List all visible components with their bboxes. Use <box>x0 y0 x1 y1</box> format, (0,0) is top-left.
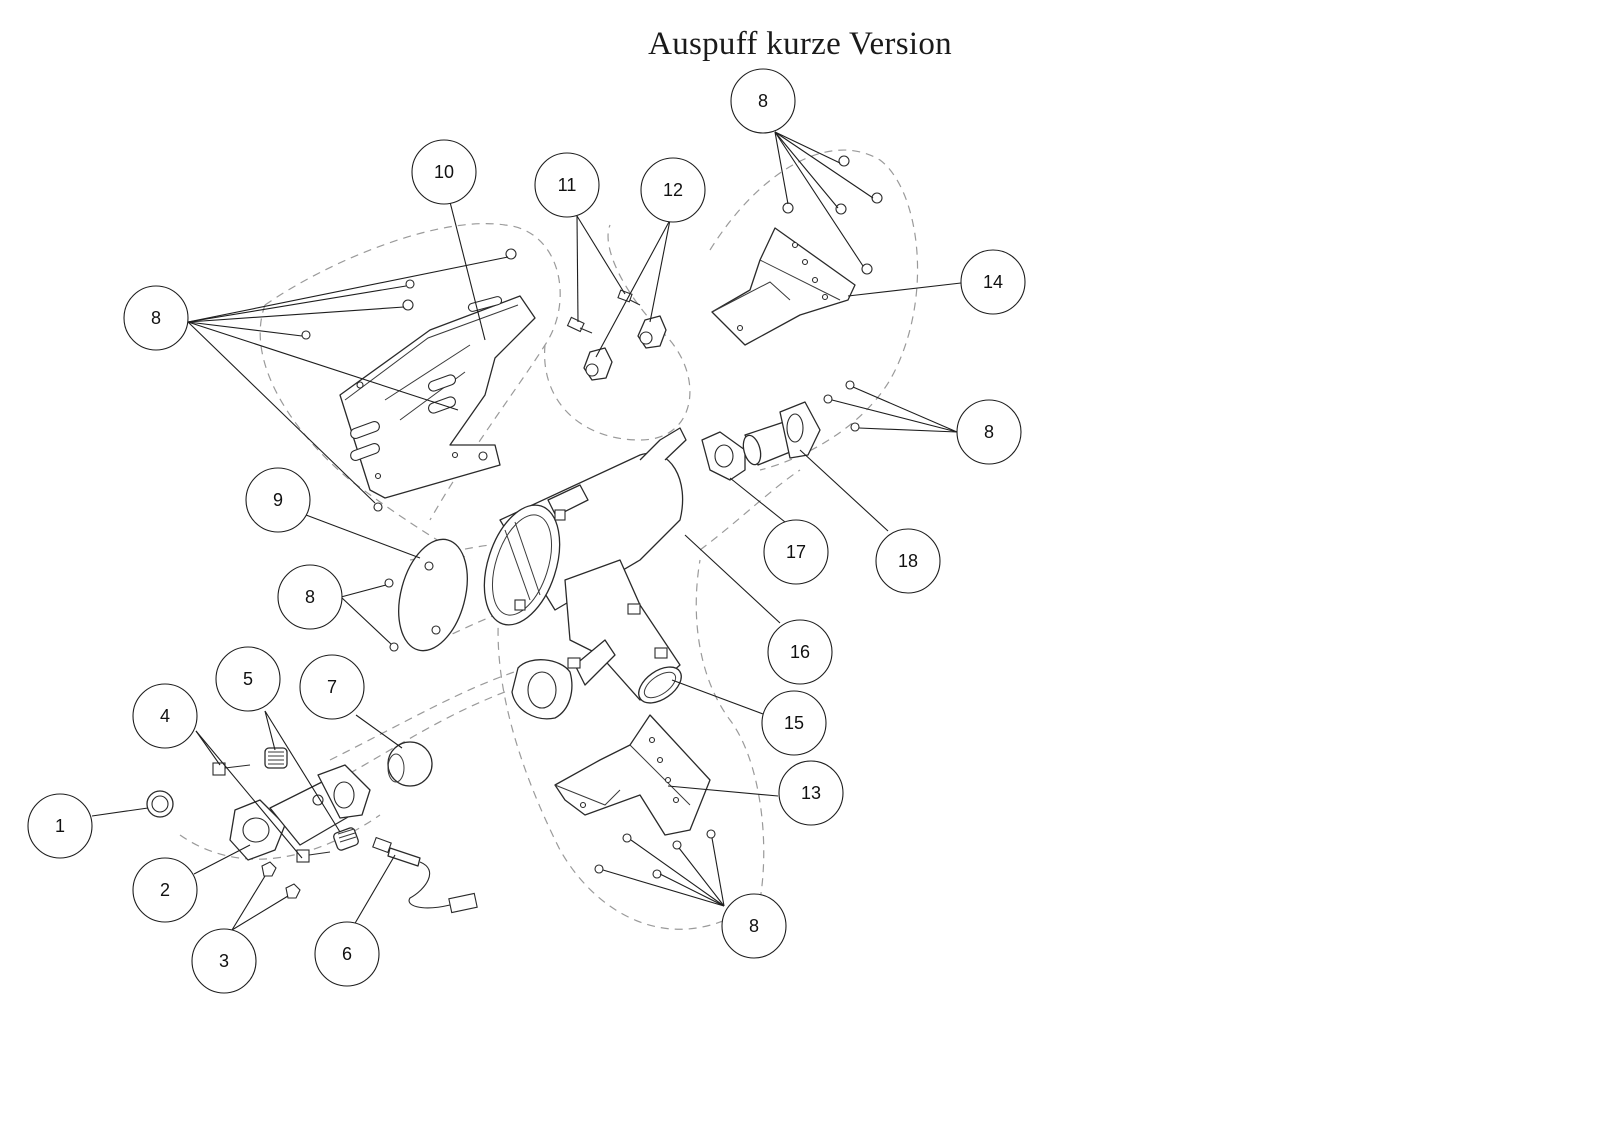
callout-3: 3 <box>191 928 257 994</box>
callout-14: 14 <box>960 249 1026 315</box>
svg-text:6: 6 <box>342 944 352 964</box>
inlet-pipe-part-18 <box>742 401 821 466</box>
callout-13: 13 <box>778 760 844 826</box>
svg-text:12: 12 <box>663 180 683 200</box>
svg-text:9: 9 <box>273 490 283 510</box>
heat-shield-bracket-part-10 <box>339 295 536 499</box>
svg-text:5: 5 <box>243 669 253 689</box>
end-cap-plate-part-9 <box>398 538 468 652</box>
callout-10: 10 <box>411 139 477 205</box>
callout-5: 5 <box>215 646 281 712</box>
bolts-part-4 <box>212 762 331 863</box>
bolts-part-11 <box>566 289 641 334</box>
callout-7: 7 <box>299 654 365 720</box>
callout-8-upper-left: 8 <box>123 285 189 351</box>
nuts-part-3 <box>261 861 301 899</box>
springs-part-5 <box>264 747 359 851</box>
leader-lines <box>91 131 962 931</box>
svg-text:17: 17 <box>786 542 806 562</box>
callout-8-middle-left: 8 <box>277 564 343 630</box>
svg-text:8: 8 <box>984 422 994 442</box>
svg-text:14: 14 <box>983 272 1003 292</box>
callout-8-right: 8 <box>956 399 1022 465</box>
callout-16: 16 <box>767 619 833 685</box>
svg-text:15: 15 <box>784 713 804 733</box>
svg-text:11: 11 <box>558 175 577 195</box>
callout-8-bottom: 8 <box>721 893 787 959</box>
cap-part-7 <box>387 741 433 787</box>
svg-text:4: 4 <box>160 706 170 726</box>
flange-pipe-part-2 <box>229 764 371 861</box>
svg-text:8: 8 <box>305 587 315 607</box>
callout-11: 11 <box>534 152 600 218</box>
svg-text:16: 16 <box>790 642 810 662</box>
rubber-mounts-part-12 <box>583 315 667 381</box>
callout-2: 2 <box>132 857 198 923</box>
upper-bracket-part-14 <box>711 227 856 346</box>
page-title: Auspuff kurze Version <box>648 26 952 62</box>
callout-9: 9 <box>245 467 311 533</box>
svg-text:8: 8 <box>749 916 759 936</box>
callout-12: 12 <box>640 157 706 223</box>
callout-4: 4 <box>132 683 198 749</box>
oxygen-sensor-part-6 <box>372 836 478 914</box>
lower-bracket-part-13 <box>554 714 711 836</box>
callout-17: 17 <box>763 519 829 585</box>
svg-text:10: 10 <box>434 162 454 182</box>
svg-text:2: 2 <box>160 880 170 900</box>
callout-15: 15 <box>761 690 827 756</box>
gasket-part-17 <box>701 431 746 481</box>
callout-8-top: 8 <box>730 68 796 134</box>
callout-1: 1 <box>27 793 93 859</box>
svg-text:7: 7 <box>327 677 337 697</box>
svg-text:8: 8 <box>758 91 768 111</box>
outlet-pipe-part-15 <box>511 559 682 720</box>
svg-text:13: 13 <box>801 783 821 803</box>
svg-text:8: 8 <box>151 308 161 328</box>
seal-ring-part-1 <box>146 790 174 818</box>
callout-18: 18 <box>875 528 941 594</box>
callout-6: 6 <box>314 921 380 987</box>
svg-text:18: 18 <box>898 551 918 571</box>
svg-text:3: 3 <box>219 951 229 971</box>
svg-text:1: 1 <box>55 816 65 836</box>
muffler-body-part-16 <box>483 427 687 626</box>
